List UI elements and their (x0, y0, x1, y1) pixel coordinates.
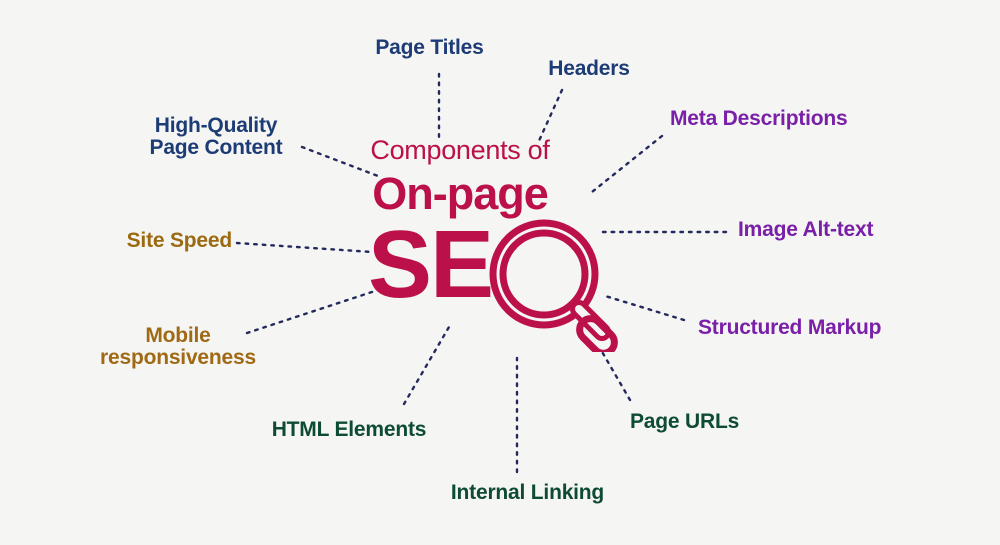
node-label-page-urls[interactable]: Page URLs (630, 410, 740, 433)
connector-line-page-urls (599, 348, 632, 402)
center-cluster: Components of On-page SE (330, 135, 670, 352)
magnifying-glass-icon (489, 219, 618, 352)
node-label-internal-linking[interactable]: Internal Linking (450, 481, 605, 504)
center-acronym-text: SE (368, 211, 494, 318)
node-label-image-alt-text[interactable]: Image Alt-text (738, 218, 874, 241)
center-kicker-text: Components of (370, 135, 550, 165)
node-label-mobile-responsiveness[interactable]: Mobile responsiveness (100, 324, 256, 370)
node-label-meta-descriptions[interactable]: Meta Descriptions (670, 107, 848, 130)
node-label-structured-markup[interactable]: Structured Markup (698, 316, 882, 339)
node-label-html-elements[interactable]: HTML Elements (271, 418, 427, 441)
center-subject-text: On-page (372, 168, 549, 219)
node-label-page-titles[interactable]: Page Titles (375, 36, 484, 59)
node-label-site-speed[interactable]: Site Speed (126, 229, 233, 252)
node-label-high-quality-page-content[interactable]: High-Quality Page Content (149, 114, 283, 160)
node-label-headers[interactable]: Headers (548, 57, 630, 80)
